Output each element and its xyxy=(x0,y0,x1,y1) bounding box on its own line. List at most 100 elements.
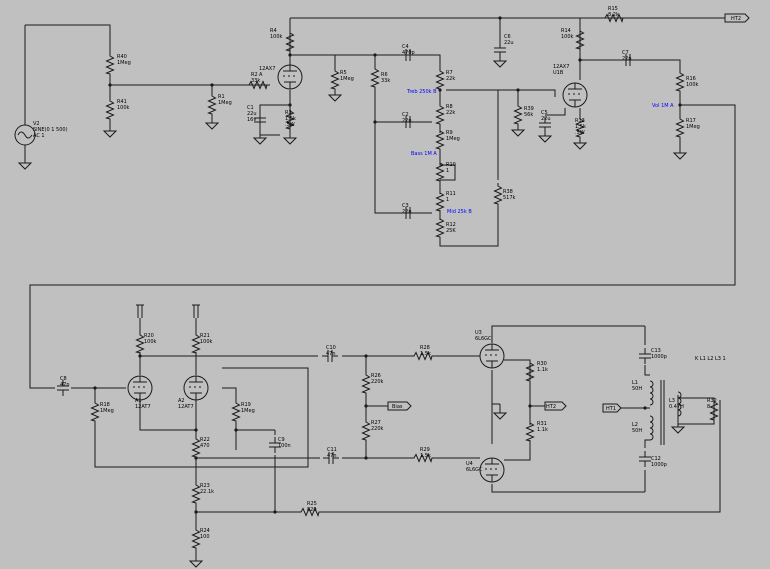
net-label-ht2: HT2 xyxy=(731,16,741,22)
component-label-r9: 1Meg xyxy=(446,136,460,142)
component-label-c4: 470p xyxy=(402,50,415,56)
component-label-u4: U4 xyxy=(466,461,473,467)
component-label-c5: 22u xyxy=(541,116,551,122)
pot-label-vol: Vol 1M A xyxy=(652,103,674,109)
component-label-c9: C9 xyxy=(278,437,285,443)
component-label-r22: 470 xyxy=(200,443,210,449)
component-label-c10: 47n xyxy=(326,351,336,357)
component-label-u1b: 12AX7 xyxy=(553,64,569,70)
component-label-u1a: 12AX7 xyxy=(259,66,275,72)
component-label-r26: 220k xyxy=(371,379,384,385)
component-label-c5: C5 xyxy=(541,110,548,116)
component-label-c1: 16v xyxy=(247,117,256,123)
component-label-r13: .5W xyxy=(575,130,585,136)
component-label-c13: 1000p xyxy=(651,354,667,360)
component-label-r39: 56k xyxy=(524,112,533,118)
symbols xyxy=(14,13,750,568)
component-label-r3: 1.5k xyxy=(285,116,296,122)
component-label-l1: 50H xyxy=(632,386,642,392)
component-label-r8: R8 xyxy=(446,104,453,110)
component-label-c11: C11 xyxy=(327,447,337,453)
pot-label-bass: Bass 1M A xyxy=(411,151,437,157)
component-label-r6: R6 xyxy=(381,72,388,78)
component-label-c8: C8 xyxy=(60,376,67,382)
component-label-r30: 1.1k xyxy=(537,367,548,373)
component-label-r3: R3 xyxy=(285,110,292,116)
component-label-r25: R25 xyxy=(307,501,317,507)
component-label-c11: 47n xyxy=(327,453,337,459)
component-label-r14: R14 xyxy=(561,28,571,34)
component-label-l3: 0.47H xyxy=(669,404,684,410)
component-label-r23: 22.1k xyxy=(200,489,214,495)
component-label-r2: R2 xyxy=(251,72,258,78)
component-label-r31: 1.1k xyxy=(537,427,548,433)
component-label-r38: R38 xyxy=(503,189,513,195)
component-label-r19: 1Meg xyxy=(241,408,255,414)
component-label-a1: 12AT7 xyxy=(135,404,151,410)
component-label-c7: 22n xyxy=(622,56,632,62)
component-label-r30: R30 xyxy=(537,361,547,367)
component-label-r17: 1Meg xyxy=(686,124,700,130)
component-label-r14: 100k xyxy=(561,34,574,40)
component-label-r9: R9 xyxy=(446,130,453,136)
component-label-r4: R4 xyxy=(270,28,277,34)
component-label-r12: 25K xyxy=(446,228,456,234)
component-label-r1: 1Meg xyxy=(218,100,232,106)
component-label-c6: C6 xyxy=(504,34,511,40)
component-label-r7: 22k xyxy=(446,76,455,82)
component-label-r19: R19 xyxy=(241,402,251,408)
component-label-c13: C13 xyxy=(651,348,661,354)
component-label-r1: R1 xyxy=(218,94,225,100)
component-label-r5: 1Meg xyxy=(340,76,354,82)
component-label-c3: 22n xyxy=(402,209,412,215)
component-label-r39: R39 xyxy=(524,106,534,112)
component-label-r41: R41 xyxy=(117,99,127,105)
component-label-c12: C12 xyxy=(651,456,661,462)
labels: R4100kR158.2kC622uR14100kR401MegR41100kV… xyxy=(33,6,741,540)
component-label-r32: R32 xyxy=(707,398,717,404)
component-label-c8: 47n xyxy=(60,382,70,388)
component-label-r2: 33k xyxy=(251,78,260,84)
component-label-r20: 100k xyxy=(144,339,157,345)
component-label-c3: C3 xyxy=(402,203,409,209)
component-label-r27: R27 xyxy=(371,420,381,426)
component-label-r28: 1.5k xyxy=(420,351,431,357)
component-label-c2: C2 xyxy=(402,112,409,118)
component-label-u1b: U1B xyxy=(553,70,564,76)
component-label-r31: R31 xyxy=(537,421,547,427)
component-label-r13: R13 xyxy=(575,118,585,124)
component-label-r40: 1Meg xyxy=(117,60,131,66)
component-label-r26: R26 xyxy=(371,373,381,379)
component-label-r18: R18 xyxy=(100,402,110,408)
spice-directive: K L1 L2 L3 1 xyxy=(695,356,726,362)
component-label-r28: R28 xyxy=(420,345,430,351)
component-label-r5: R5 xyxy=(340,70,347,76)
component-label-r32: 8 xyxy=(707,404,710,410)
net-label-bias: Bias xyxy=(392,404,403,410)
component-label-r24: R24 xyxy=(200,528,210,534)
component-label-r27: 220k xyxy=(371,426,384,432)
component-label-r13: 1.5k xyxy=(575,124,586,130)
component-label-c2: 22n xyxy=(402,118,412,124)
pot-label-treb: Treb 250k B xyxy=(406,89,437,95)
component-label-c6: 22u xyxy=(504,40,514,46)
component-label-r16: R16 xyxy=(686,76,696,82)
component-label-r20: R20 xyxy=(144,333,154,339)
component-label-l3: L3 xyxy=(669,398,675,404)
wires xyxy=(24,17,736,558)
component-label-u4: 6L6GC xyxy=(466,467,483,473)
component-label-u1a: A xyxy=(259,72,263,78)
component-label-r23: R23 xyxy=(200,483,210,489)
component-label-r10: 1 xyxy=(446,168,449,174)
component-label-l2: 50H xyxy=(632,428,642,434)
component-label-r29: R29 xyxy=(420,447,430,453)
component-label-r40: R40 xyxy=(117,54,127,60)
component-label-r25: 820 xyxy=(307,507,317,513)
component-label-r21: 100k xyxy=(200,339,213,345)
component-label-a1: A1 xyxy=(135,398,142,404)
component-label-v2: AC 1 xyxy=(33,133,45,139)
component-label-r18: 1Meg xyxy=(100,408,114,414)
component-label-v2: V2 xyxy=(33,121,40,127)
component-label-c4: C4 xyxy=(402,44,409,50)
